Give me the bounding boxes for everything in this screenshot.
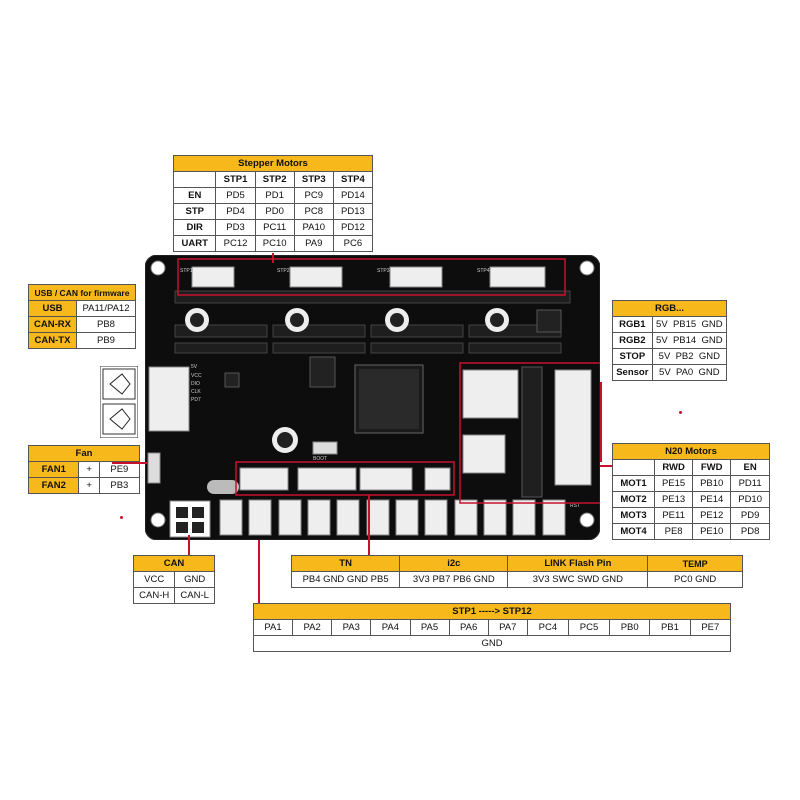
silk-stp3: STP3 [377, 268, 390, 274]
mount-hole [579, 260, 595, 276]
usb-title: USB / CAN for firmware [28, 284, 136, 301]
silk-stp4: STP4 [477, 268, 490, 274]
top-stepper-connectors [191, 266, 546, 288]
silk-stp1: STP1 [180, 268, 193, 274]
pcb-board: STP1 STP2 STP3 STP4 5V VCC DIO CLK PD7 B… [145, 255, 600, 540]
stepper-title: Stepper Motors [173, 155, 373, 172]
mount-hole [150, 260, 166, 276]
can-connector-icon [100, 366, 138, 438]
svg-text:CLK: CLK [191, 389, 201, 395]
fan-table: Fan FAN1+PE9 FAN2+PB3 [27, 445, 141, 494]
silk-stp2: STP2 [277, 268, 290, 274]
rgb-line [600, 382, 602, 462]
n20-line [600, 465, 612, 467]
can-line [188, 535, 190, 557]
svg-text:VCC: VCC [191, 373, 202, 379]
rgb-title: RGB... [612, 300, 727, 317]
tn-line [368, 495, 370, 555]
tn-i2c-link-temp-table: TN i2c LINK Flash Pin TEMP PB4 GND GND P… [290, 555, 743, 588]
mount-hole [579, 512, 595, 528]
svg-text:DIO: DIO [191, 381, 200, 387]
stp12-title: STP1 -----> STP12 [253, 603, 731, 620]
stp-line [258, 540, 260, 605]
n20-title: N20 Motors [612, 443, 770, 460]
can-side-connector [148, 366, 190, 432]
svg-text:PD7: PD7 [191, 397, 201, 403]
temp-title: TEMP [647, 555, 743, 572]
fan-title: Fan [28, 445, 140, 462]
silk-boot: BOOT [313, 456, 327, 462]
silk-rst: RST [570, 503, 580, 509]
capacitors [185, 308, 509, 453]
stepper-table: Stepper Motors STP1 STP2 STP3 STP4 EN PD… [172, 155, 374, 252]
can-title: CAN [133, 555, 215, 572]
svg-text:5V: 5V [191, 364, 198, 370]
i2c-title: i2c [399, 555, 509, 572]
tn-title: TN [290, 555, 401, 572]
bottom-connectors [219, 499, 566, 536]
mount-hole [150, 512, 166, 528]
link-title: LINK Flash Pin [507, 555, 649, 572]
